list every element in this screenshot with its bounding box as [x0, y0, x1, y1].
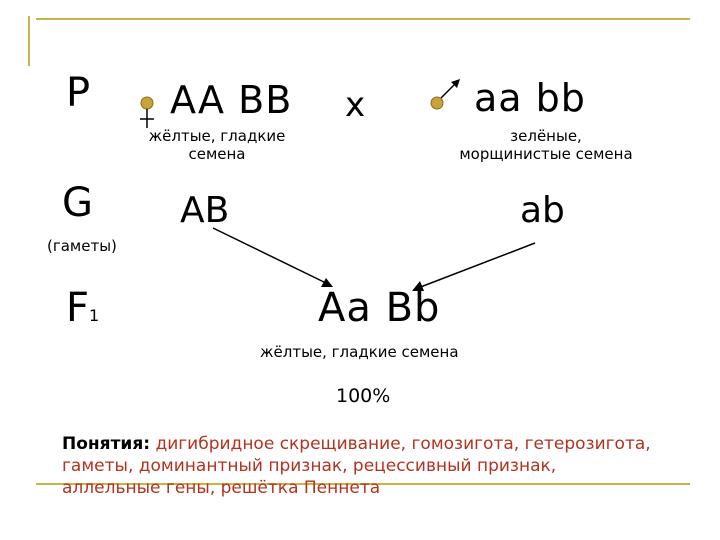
cross-symbol: x [345, 85, 367, 125]
concepts-label: Понятия: [62, 434, 151, 454]
male-phenotype-line1: зелёные, [510, 127, 582, 145]
female-phenotype: жёлтые, гладкие семена [137, 127, 297, 163]
female-phenotype-line1: жёлтые, гладкие [148, 127, 286, 145]
female-phenotype-line2: семена [188, 145, 246, 163]
f1-letter: F [66, 285, 90, 331]
concepts-terms: дигибридное скрещивание, гомозигота, гет… [62, 434, 651, 498]
gametes-label: G [62, 180, 93, 226]
offspring-percent: 100% [336, 385, 391, 407]
male-gamete: ab [520, 190, 565, 231]
concepts-note: Понятия: дигибридное скрещивание, гомози… [62, 433, 652, 499]
male-genotype: aa bb [474, 76, 586, 120]
gametes-caption: (гаметы) [47, 237, 117, 255]
male-phenotype: зелёные, морщинистые семена [446, 127, 646, 163]
decorative-rule-bottom [36, 483, 690, 485]
male-symbol-icon [430, 79, 460, 110]
arrow-male-gamete [412, 242, 536, 291]
f1-subscript: 1 [89, 306, 100, 325]
offspring-phenotype: жёлтые, гладкие семена [260, 343, 459, 361]
arrow-female-gamete [212, 227, 333, 287]
decorative-rule-left [28, 16, 30, 66]
offspring-genotype: Aa Bb [318, 285, 441, 331]
male-phenotype-line2: морщинистые семена [459, 145, 633, 163]
decorative-rule-top [36, 18, 690, 20]
female-gamete: AB [180, 190, 230, 231]
female-symbol-icon [140, 96, 154, 128]
female-genotype: AA BB [170, 78, 293, 122]
f1-label: F1 [66, 285, 99, 331]
parents-label: P [66, 70, 91, 116]
